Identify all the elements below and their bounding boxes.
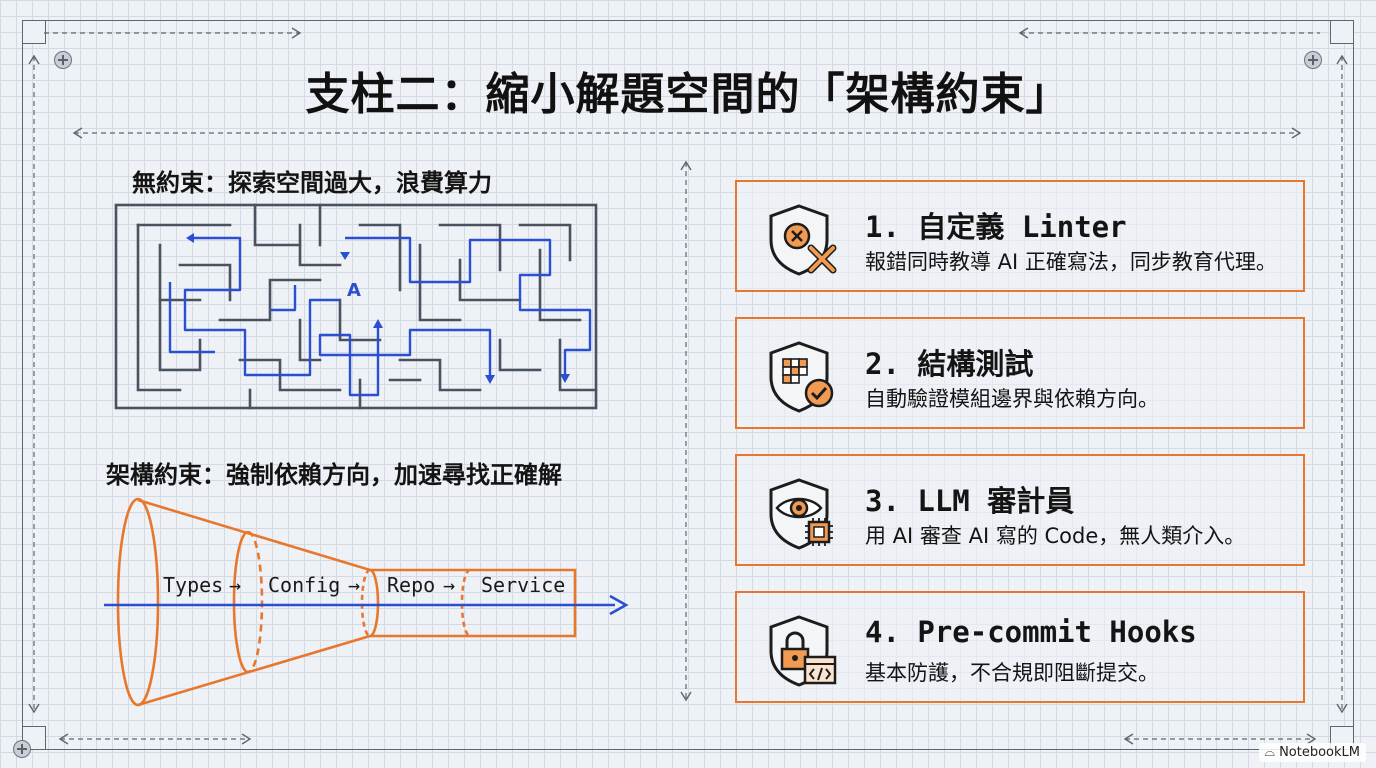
- page-title: 支柱二：縮小解題空間的「架構約束」: [305, 69, 1071, 120]
- shield-grid-check-icon: [769, 341, 834, 413]
- card-llm-auditor: 3. LLM 審計員 用 AI 審查 AI 寫的 Code，無人類介入。: [735, 454, 1305, 566]
- frame-corner-bl: [22, 726, 46, 750]
- pin-icon: [54, 51, 72, 69]
- shield-eye-chip-icon: [769, 478, 833, 550]
- funnel-stage-repo: Repo: [387, 573, 435, 597]
- notebooklm-logo-icon: ⌓: [1264, 745, 1280, 760]
- card-description: 報錯同時教導 AI 正確寫法，同步教育代理。: [865, 250, 1277, 274]
- card-pre-commit-hooks: 4. Pre-commit Hooks 基本防護，不合規即阻斷提交。: [735, 591, 1305, 703]
- stage-arrow: →: [229, 573, 241, 597]
- stage-arrow: →: [348, 573, 360, 597]
- pin-icon: [13, 740, 31, 758]
- card-description: 基本防護，不合規即阻斷提交。: [865, 661, 1159, 685]
- card-title: 3. LLM 審計員: [865, 484, 1075, 518]
- funnel-stage-config: Config: [268, 573, 340, 597]
- maze-marker: A: [347, 280, 361, 301]
- maze-heading: 無約束：探索空間過大，浪費算力: [132, 169, 492, 197]
- pin-icon: [1304, 51, 1322, 69]
- funnel-stage-service: Service: [481, 573, 565, 597]
- card-title: 2. 結構測試: [865, 347, 1034, 381]
- frame-corner-tr: [1330, 20, 1354, 44]
- shield-lock-code-icon: [769, 615, 837, 687]
- card-structure-tests: 2. 結構測試 自動驗證模組邊界與依賴方向。: [735, 317, 1305, 429]
- outer-frame: [22, 20, 1354, 750]
- card-title: 1. 自定義 Linter: [865, 210, 1127, 244]
- card-custom-linter: 1. 自定義 Linter 報錯同時教導 AI 正確寫法，同步教育代理。: [735, 180, 1305, 292]
- shield-x-wrench-icon: [769, 204, 837, 276]
- card-description: 自動驗證模組邊界與依賴方向。: [865, 387, 1159, 411]
- funnel-heading: 架構約束：強制依賴方向，加速尋找正確解: [106, 461, 562, 489]
- funnel-stage-types: Types: [163, 573, 223, 597]
- watermark-text: NotebookLM: [1279, 745, 1360, 760]
- watermark: ⌓ NotebookLM: [1258, 743, 1366, 762]
- stage-arrow: →: [443, 573, 455, 597]
- card-description: 用 AI 審查 AI 寫的 Code，無人類介入。: [865, 524, 1246, 548]
- card-title: 4. Pre-commit Hooks: [865, 615, 1197, 649]
- frame-corner-tl: [22, 20, 46, 44]
